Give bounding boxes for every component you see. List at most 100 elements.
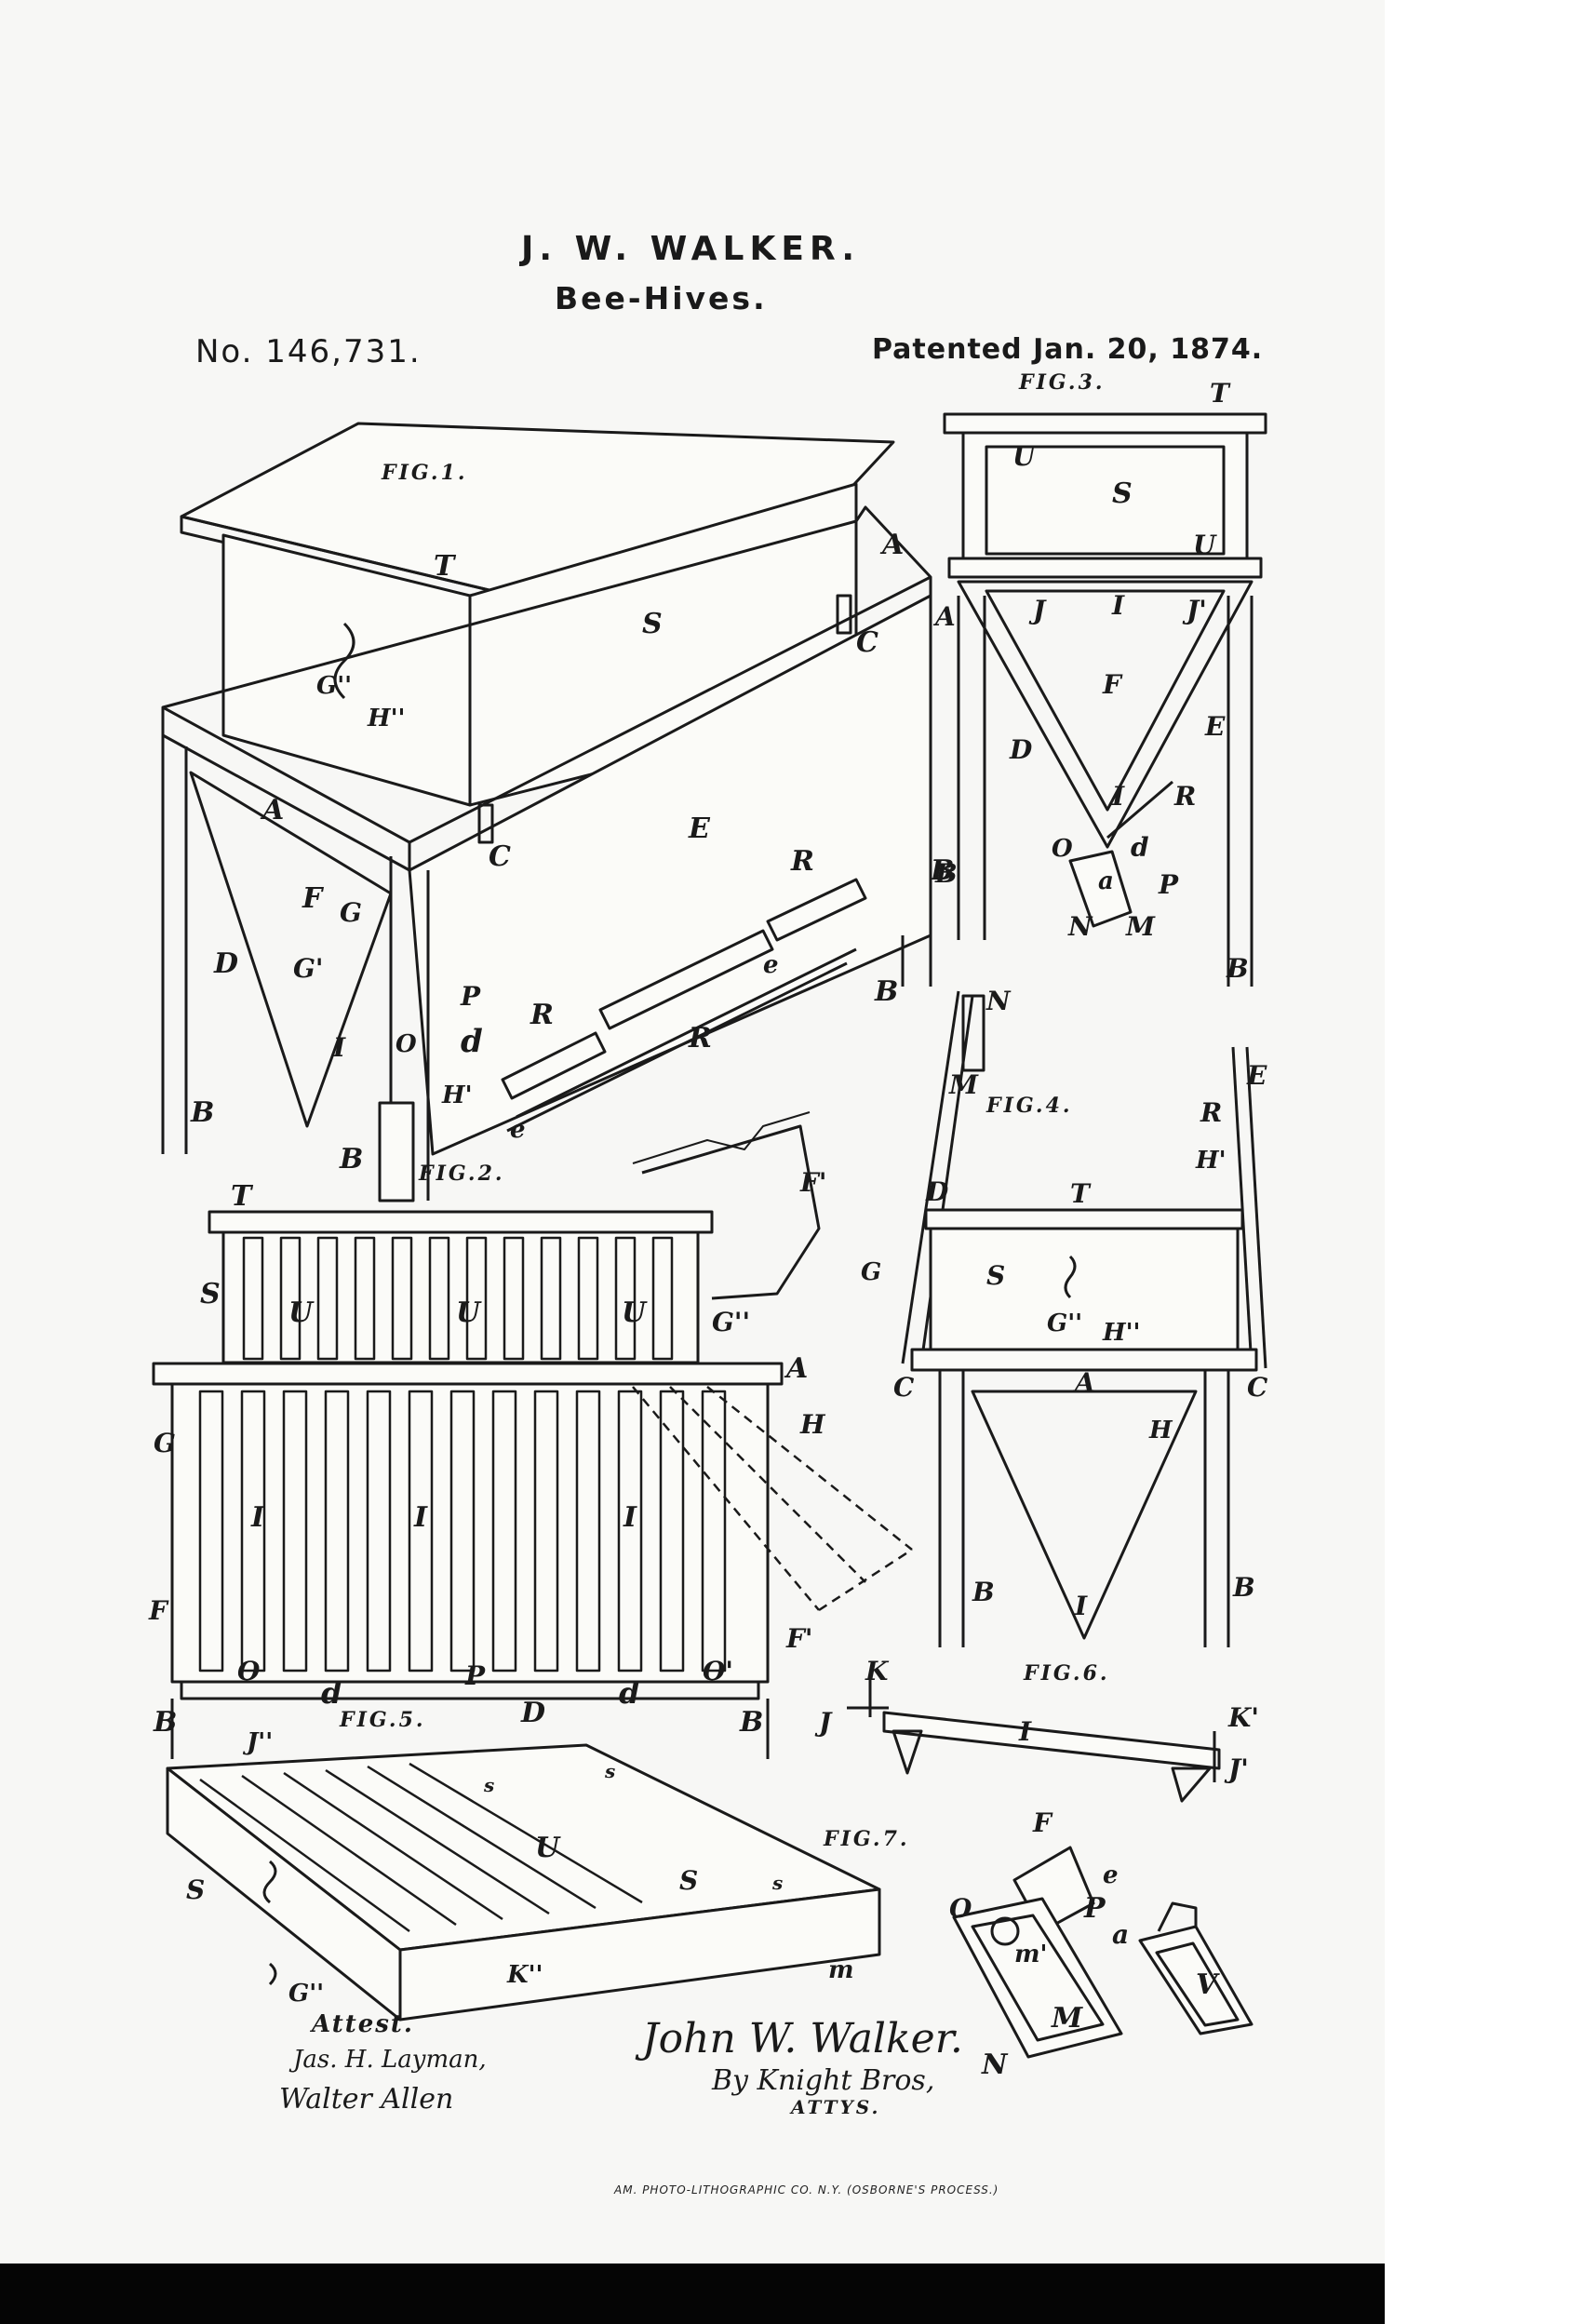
fig3-label-N: N — [1067, 911, 1093, 942]
fig2-label-O1: O' — [703, 1656, 733, 1686]
fig2-label-S: S — [200, 1278, 221, 1310]
inventor-name: J. W. WALKER. — [521, 230, 861, 268]
fig1-label-G2: G'' — [316, 672, 352, 700]
fig5-label-U: U — [535, 1832, 561, 1864]
fig1-label-R2: R — [530, 999, 554, 1031]
fig2-drawing — [152, 1124, 913, 1759]
fig1-label-d: d — [461, 1023, 483, 1060]
fig7-label-a: a — [1112, 1919, 1129, 1950]
fig4-labels: N M D E R H' F' T S G'' H'' A C C H G B … — [799, 986, 1268, 1621]
fig7-label-N: N — [981, 2049, 1009, 2081]
fig1-label-H1: H' — [441, 1081, 473, 1109]
fig5-label-s2: s — [604, 1760, 615, 1782]
fig4-label-N: N — [985, 986, 1012, 1016]
fig6-label-I: I — [1018, 1716, 1032, 1747]
fig5-labels: J'' s s U S S s K'' G'' — [186, 1728, 783, 2008]
fig1-label-A: A — [879, 529, 904, 561]
fig3-title: FIG.3. — [1018, 370, 1106, 395]
fig3-label-B1: B — [934, 858, 958, 889]
fig4-label-G2: G'' — [1047, 1310, 1082, 1337]
fig2-label-D: D — [520, 1697, 545, 1729]
fig1-labels: T S A C G'' H'' A C E F G D G' P d I O H… — [190, 529, 954, 1175]
inventor-signature: John W. Walker. — [642, 2015, 963, 2062]
fig4-super — [929, 1227, 1240, 1351]
fig2-label-O: O — [237, 1656, 261, 1686]
fig1-block — [378, 1101, 415, 1202]
fig4-label-H: H — [1148, 1417, 1173, 1444]
fig6-labels: K J I K' J' — [814, 1656, 1259, 1784]
fig2-label-T: T — [231, 1180, 254, 1213]
fig2-label-U1: U — [288, 1296, 315, 1329]
fig3-label-U2: U — [1193, 530, 1217, 560]
fig2-label-F: F — [148, 1595, 169, 1626]
fig1-label-O: O — [396, 1030, 417, 1058]
patent-number: No. 146,731. — [195, 333, 422, 370]
fig4-label-C2: C — [1247, 1372, 1268, 1403]
fig4-title: FIG.4. — [985, 1094, 1073, 1118]
fig2-label-F1: F' — [785, 1623, 812, 1654]
fig1-label-e1: e — [763, 951, 779, 979]
fig3-label-J1: J' — [1182, 595, 1207, 625]
fig3-drawer — [1068, 850, 1133, 928]
fig7-label-P: P — [1083, 1892, 1106, 1925]
fig4-label-M: M — [948, 1069, 979, 1100]
fig4-label-B2: B — [1232, 1572, 1255, 1603]
fig1-rail-back — [766, 878, 867, 942]
fig3-label-R: R — [1173, 781, 1196, 812]
fig6-label-J: J — [814, 1707, 833, 1738]
attorney-signature: By Knight Bros, — [712, 2064, 935, 2097]
fig4-label-B1: B — [972, 1577, 995, 1607]
fig6-label-K1: K' — [1227, 1702, 1259, 1733]
fig2-label-U3: U — [622, 1296, 648, 1329]
fig1-drawing — [161, 422, 932, 1202]
fig4-label-R: R — [1200, 1097, 1222, 1128]
fig3-label-F: F — [1102, 669, 1123, 700]
fig5-label-J2: J'' — [242, 1728, 273, 1756]
fig6-title: FIG.6. — [1023, 1661, 1110, 1686]
fig3-label-I2: I — [1111, 781, 1125, 812]
fig3-label-a: a — [1098, 867, 1114, 895]
attorney-role: ATTYS. — [791, 2096, 881, 2118]
fig1-label-e2: e — [510, 1116, 526, 1144]
fig7-label-m: m — [828, 1956, 854, 1984]
fig5-label-K2: K'' — [506, 1961, 543, 1989]
fig4-label-T: T — [1070, 1178, 1092, 1209]
fig6-label-K: K — [865, 1656, 890, 1686]
fig2-label-B2: B — [739, 1706, 763, 1739]
fig4-label-S: S — [986, 1260, 1005, 1291]
fig3-label-S: S — [1112, 477, 1133, 510]
fig4-label-E: E — [1246, 1060, 1267, 1091]
torn-edge — [632, 1111, 811, 1164]
printer-credit: AM. PHOTO-LITHOGRAPHIC CO. N.Y. (OSBORNE… — [614, 2183, 999, 2196]
fig2-top — [208, 1210, 714, 1234]
invention-title: Bee-Hives. — [555, 280, 768, 316]
fig3-super — [961, 431, 1249, 560]
fig5-label-S2: S — [679, 1865, 698, 1896]
fig2-title: FIG.2. — [418, 1162, 505, 1186]
fig2-label-A: A — [784, 1352, 808, 1385]
fig5-drawing — [166, 1743, 881, 2022]
fig1-label-R3: R — [688, 1022, 712, 1055]
fig1-label-B2: B — [874, 975, 898, 1008]
fig4-label-H1: H' — [1195, 1147, 1227, 1175]
fig1-label-F: F — [302, 882, 325, 915]
fig2-label-G2: G'' — [712, 1307, 750, 1337]
fig7-label-M: M — [1051, 2002, 1083, 2035]
fig1-label-S: S — [642, 608, 663, 640]
fig6-label-J1: J' — [1224, 1753, 1249, 1784]
witness-2-signature: Walter Allen — [279, 2083, 454, 2116]
fig1-label-G: G — [340, 897, 362, 928]
fig1-label-A2: A — [260, 794, 284, 826]
fig2-label-U2: U — [456, 1296, 482, 1329]
fig4-label-F1: F' — [799, 1167, 826, 1198]
fig2-body-rim — [152, 1362, 784, 1386]
fig7-drawing — [952, 1846, 1254, 2059]
fig3-label-J: J — [1028, 595, 1047, 625]
fig4-drawing — [901, 990, 1267, 1647]
fig1-label-I: I — [332, 1032, 346, 1063]
fig3-rim — [947, 557, 1263, 579]
fig4-rim — [910, 1348, 1258, 1372]
fig3-label-M: M — [1125, 911, 1156, 942]
fig4-label-H2: H'' — [1102, 1319, 1141, 1347]
fig7-label-V: V — [1196, 1968, 1220, 2001]
